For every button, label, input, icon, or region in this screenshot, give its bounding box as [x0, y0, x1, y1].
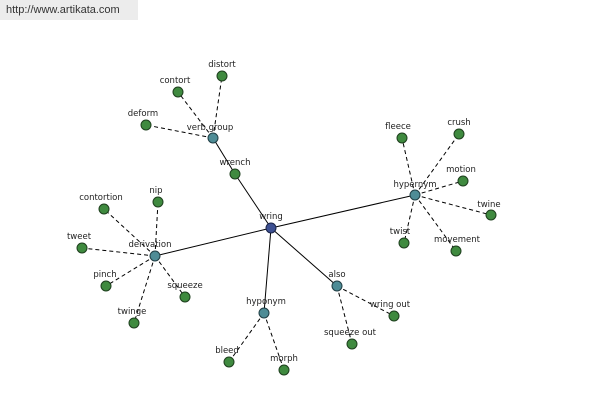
node-crush[interactable]: [453, 128, 465, 140]
label-pinch[interactable]: pinch: [93, 270, 116, 280]
edge-wrench-verb-group: [212, 137, 236, 175]
node-tweet[interactable]: [76, 242, 88, 254]
edge-wring-wrench: [234, 173, 272, 229]
node-hyponym[interactable]: [258, 307, 270, 319]
node-also[interactable]: [331, 280, 343, 292]
edge-hypernym-twist: [403, 194, 416, 244]
node-hypernym[interactable]: [409, 189, 421, 201]
label-bleed[interactable]: bleed: [215, 346, 239, 356]
edge-hypernym-fleece: [401, 137, 416, 196]
node-distort[interactable]: [216, 70, 228, 82]
label-distort[interactable]: distort: [208, 60, 236, 70]
label-fleece[interactable]: fleece: [385, 122, 411, 132]
node-contort[interactable]: [172, 86, 184, 98]
label-morph[interactable]: morph: [270, 354, 298, 364]
label-derivation[interactable]: derivation: [128, 240, 171, 250]
node-morph[interactable]: [278, 364, 290, 376]
label-verb-group[interactable]: verb group: [187, 123, 234, 133]
edge-wring-derivation: [154, 227, 272, 257]
edge-verb-group-deform: [145, 124, 214, 139]
edge-hypernym-movement: [414, 194, 457, 252]
label-movement[interactable]: movement: [434, 235, 481, 245]
label-crush[interactable]: crush: [447, 118, 470, 128]
edge-also-squeeze-out: [336, 285, 353, 345]
label-motion[interactable]: motion: [446, 165, 476, 175]
edge-hyponym-morph: [263, 312, 285, 371]
edge-verb-group-contort: [177, 91, 214, 139]
node-movement[interactable]: [450, 245, 462, 257]
node-deform[interactable]: [140, 119, 152, 131]
label-hypernym[interactable]: hypernym: [393, 180, 436, 190]
node-derivation[interactable]: [149, 250, 161, 262]
edge-hyponym-bleed: [228, 312, 265, 363]
edge-also-wring-out: [336, 285, 395, 317]
node-fleece[interactable]: [396, 132, 408, 144]
edge-wring-hypernym: [270, 194, 416, 229]
node-twinge[interactable]: [128, 317, 140, 329]
edge-verb-group-distort: [212, 75, 223, 139]
node-nip[interactable]: [152, 196, 164, 208]
labels-layer: wring verb group hypernym derivation hyponym…: [67, 60, 501, 364]
node-verb-group[interactable]: [207, 132, 219, 144]
label-hyponym[interactable]: hyponym: [246, 297, 286, 307]
node-wrench[interactable]: [229, 168, 241, 180]
label-contortion[interactable]: contortion: [79, 193, 123, 203]
edge-wring-hyponym: [263, 227, 272, 314]
node-squeeze-out[interactable]: [346, 338, 358, 350]
edge-derivation-squeeze: [154, 255, 186, 298]
edge-derivation-twinge: [133, 255, 156, 324]
label-wring-out[interactable]: wring out: [370, 300, 411, 310]
node-contortion[interactable]: [98, 203, 110, 215]
label-twine[interactable]: twine: [477, 200, 500, 210]
node-bleed[interactable]: [223, 356, 235, 368]
edge-derivation-nip: [154, 201, 159, 257]
node-pinch[interactable]: [100, 280, 112, 292]
label-twist[interactable]: twist: [390, 227, 411, 237]
edge-hypernym-motion: [414, 180, 464, 196]
edge-wring-also: [270, 227, 338, 287]
label-wrench[interactable]: wrench: [220, 158, 251, 168]
node-wring[interactable]: [265, 222, 277, 234]
label-wring[interactable]: wring: [259, 212, 283, 222]
edge-hypernym-twine: [414, 194, 492, 216]
node-squeeze[interactable]: [179, 291, 191, 303]
edge-hypernym-crush: [414, 133, 460, 196]
edge-derivation-pinch: [105, 255, 156, 287]
edges-layer: [81, 75, 492, 371]
label-deform[interactable]: deform: [128, 109, 158, 119]
node-twist[interactable]: [398, 237, 410, 249]
node-motion[interactable]: [457, 175, 469, 187]
node-twine[interactable]: [485, 209, 497, 221]
edge-derivation-contortion: [103, 208, 156, 257]
label-nip[interactable]: nip: [149, 186, 162, 196]
node-wring-out[interactable]: [388, 310, 400, 322]
label-contort[interactable]: contort: [160, 76, 191, 86]
source-url[interactable]: http://www.artikata.com: [0, 0, 138, 20]
label-tweet[interactable]: tweet: [67, 232, 92, 242]
label-squeeze-out[interactable]: squeeze out: [324, 328, 377, 338]
label-twinge[interactable]: twinge: [118, 307, 147, 317]
label-also[interactable]: also: [328, 270, 345, 280]
nodes-layer: [76, 70, 497, 376]
label-squeeze[interactable]: squeeze: [167, 281, 202, 291]
edge-derivation-tweet: [81, 247, 156, 257]
